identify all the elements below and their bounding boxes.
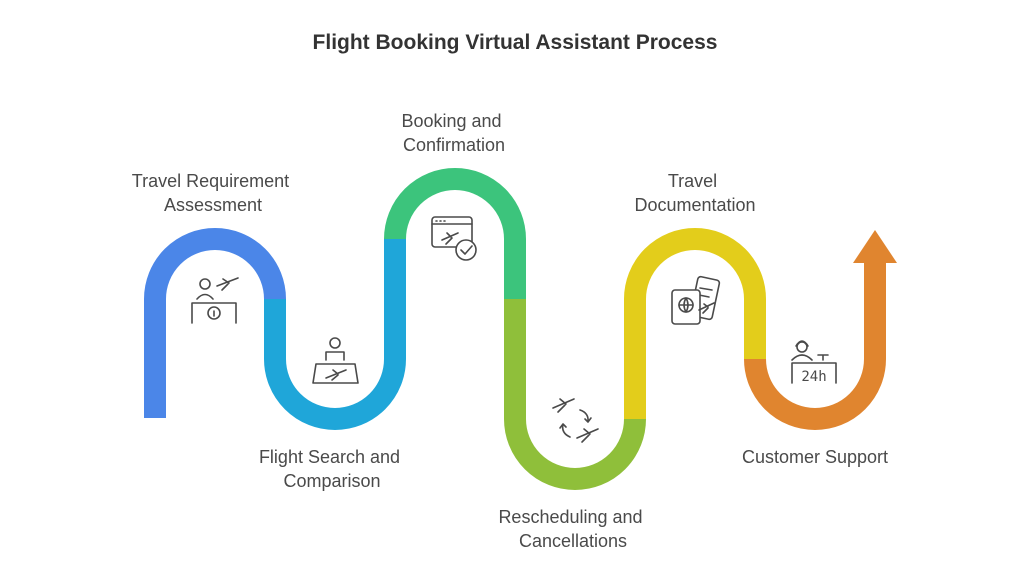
support-desk-24h-icon: [791, 340, 837, 384]
path-segment-rescheduling: [504, 299, 646, 490]
path-segment-booking: [384, 168, 526, 299]
step-label-documentation: Travel Documentation: [634, 171, 755, 215]
path-segment-customer-support: [744, 261, 886, 430]
step-label-rescheduling: Rescheduling and Cancellations: [498, 507, 647, 551]
path-segment-travel-requirement: [144, 228, 286, 418]
browser-plane-check-icon: [431, 216, 477, 261]
step-label-travel-requirement: Travel Requirement Assessment: [132, 171, 294, 215]
plane-exchange-icon: [552, 398, 599, 443]
step-label-booking: Booking and Confirmation: [401, 111, 506, 155]
path-segment-flight-search: [264, 239, 406, 430]
step-label-customer-support: Customer Support: [742, 447, 888, 467]
path-segment-documentation: [624, 228, 766, 419]
passport-ticket-icon: [671, 275, 721, 325]
person-laptop-plane-icon: [312, 337, 359, 384]
path-arrowhead: [853, 230, 897, 263]
reception-desk-plane-icon: [191, 277, 239, 324]
support-24h-badge: 24h: [801, 369, 826, 385]
diagram-title: Flight Booking Virtual Assistant Process: [313, 31, 718, 54]
step-label-flight-search: Flight Search and Comparison: [259, 447, 405, 491]
